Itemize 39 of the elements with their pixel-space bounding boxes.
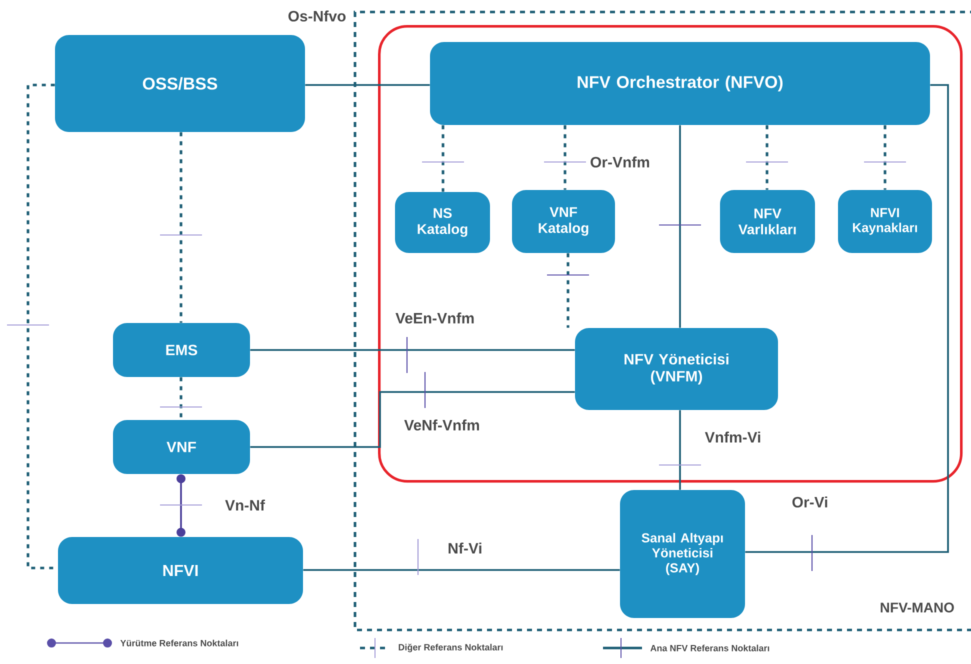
- process-box: NFV Yöneticisi (VNFM): [575, 328, 778, 410]
- connector: [884, 125, 886, 190]
- edge-label: Vn-Nf: [224, 498, 266, 512]
- process-box: VNF: [113, 420, 250, 474]
- process-box: EMS: [113, 323, 250, 377]
- connector: [303, 569, 620, 571]
- process-box: OSS/BSS: [55, 35, 305, 132]
- connector: [176, 474, 186, 537]
- legend-label: Diğer Referans Noktaları: [398, 644, 503, 652]
- connector: [679, 125, 681, 328]
- legend-label: Ana NFV Referans Noktaları: [650, 644, 770, 652]
- connector: [745, 84, 949, 553]
- edge-label: VeNf-Vnfm: [403, 418, 481, 432]
- edge-label: Or-Vi: [790, 496, 830, 509]
- edge-label: Os-Nfvo: [286, 10, 348, 22]
- process-box: NS Katalog: [395, 192, 490, 253]
- connector: [180, 377, 182, 420]
- frame: [378, 25, 963, 483]
- connector: [442, 125, 444, 192]
- connector: [250, 391, 575, 448]
- edge-label: Or-Vnfm: [589, 156, 651, 168]
- legend-label: Yürütme Referans Noktaları: [120, 640, 238, 646]
- edge-label: VeEn-Vnfm: [394, 312, 476, 325]
- edge-label: Nf-Vi: [446, 542, 484, 554]
- process-box: NFV Varlıkları: [720, 190, 815, 253]
- edge-label: Vnfm-Vi: [704, 430, 762, 444]
- connector: [305, 84, 430, 86]
- connector: [26, 84, 58, 570]
- connector: [679, 410, 681, 490]
- process-box: Sanal Altyapı Yöneticisi (SAY): [620, 490, 745, 618]
- process-box: NFVI Kaynakları: [838, 190, 932, 253]
- connector: [180, 132, 182, 323]
- process-box: VNF Katalog: [512, 190, 615, 253]
- connector: [564, 125, 566, 190]
- connector: [566, 253, 570, 328]
- process-box: NFVI: [58, 537, 303, 604]
- process-box: NFV Orchestrator (NFVO): [430, 42, 930, 125]
- connector: [250, 349, 575, 351]
- connector: [766, 125, 768, 190]
